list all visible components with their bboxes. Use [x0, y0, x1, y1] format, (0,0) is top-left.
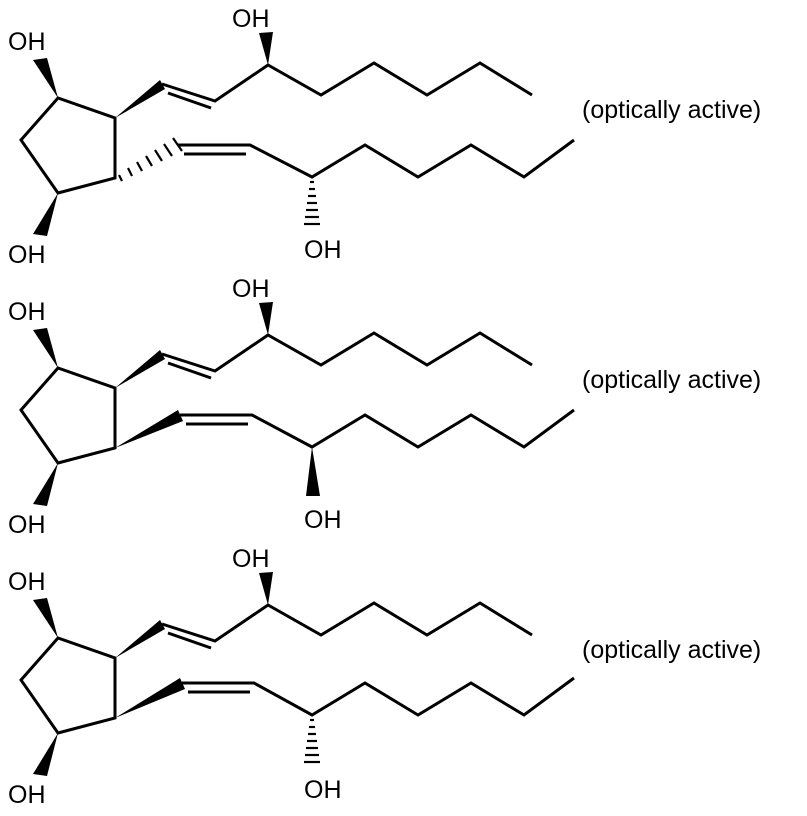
- hash-lower-chain: [118, 137, 183, 182]
- wedge-ring-oh-top: [33, 328, 58, 368]
- optical-activity-note: (optically active): [582, 96, 761, 124]
- wedge-ring-oh-bottom: [33, 463, 58, 506]
- upper-chain-bonds: [161, 61, 533, 103]
- oh-label-lower-chain: OH: [304, 776, 342, 804]
- cyclopentane-ring: [19, 366, 117, 465]
- upper-chain-double-bond: [167, 91, 212, 110]
- upper-chain-double-bond: [167, 361, 212, 380]
- wedge-upper-chain-oh: [259, 572, 273, 605]
- wedge-upper-chain: [115, 620, 165, 658]
- oh-label-upper-chain: OH: [232, 545, 270, 573]
- cyclopentane-ring: [19, 96, 117, 195]
- wedge-lower-chain: [115, 678, 185, 718]
- lower-chain-bonds: [180, 408, 575, 449]
- hash-lower-chain-oh: [304, 180, 320, 226]
- cyclopentane-ring: [19, 636, 117, 735]
- oh-label-ring-bottom: OH: [8, 511, 46, 539]
- oh-label-ring-bottom: OH: [8, 781, 46, 809]
- structure-3: OH OH OH OH (optically active): [8, 545, 761, 809]
- oh-label-lower-chain: OH: [304, 236, 342, 264]
- oh-label-lower-chain: OH: [304, 506, 342, 534]
- oh-label-ring-bottom: OH: [8, 241, 46, 269]
- oh-label-upper-chain: OH: [232, 5, 270, 33]
- wedge-upper-chain: [115, 80, 165, 118]
- wedge-ring-oh-bottom: [33, 733, 58, 776]
- structure-2: OH OH OH OH (optically active): [8, 275, 761, 539]
- upper-chain-double-bond: [167, 631, 212, 650]
- wedge-lower-chain: [115, 410, 183, 448]
- wedge-upper-chain-oh: [259, 32, 273, 65]
- wedge-upper-chain: [115, 350, 165, 388]
- oh-label-ring-top: OH: [8, 28, 46, 56]
- oh-label-upper-chain: OH: [232, 275, 270, 303]
- oh-label-ring-top: OH: [8, 568, 46, 596]
- wedge-ring-oh-top: [33, 58, 58, 98]
- structure-1: OH OH OH OH (optically active): [8, 5, 761, 269]
- upper-chain-bonds: [161, 601, 533, 643]
- hash-lower-chain-oh: [304, 718, 320, 764]
- wedge-upper-chain-oh: [259, 302, 273, 335]
- upper-chain-bonds: [161, 331, 533, 373]
- wedge-ring-oh-top: [33, 598, 58, 638]
- oh-label-ring-top: OH: [8, 298, 46, 326]
- lower-chain-bonds: [178, 138, 575, 179]
- optical-activity-note: (optically active): [582, 366, 761, 394]
- lower-chain-bonds: [182, 676, 575, 717]
- wedge-ring-oh-bottom: [33, 193, 58, 236]
- optical-activity-note: (optically active): [582, 636, 761, 664]
- wedge-lower-chain-oh: [306, 447, 320, 496]
